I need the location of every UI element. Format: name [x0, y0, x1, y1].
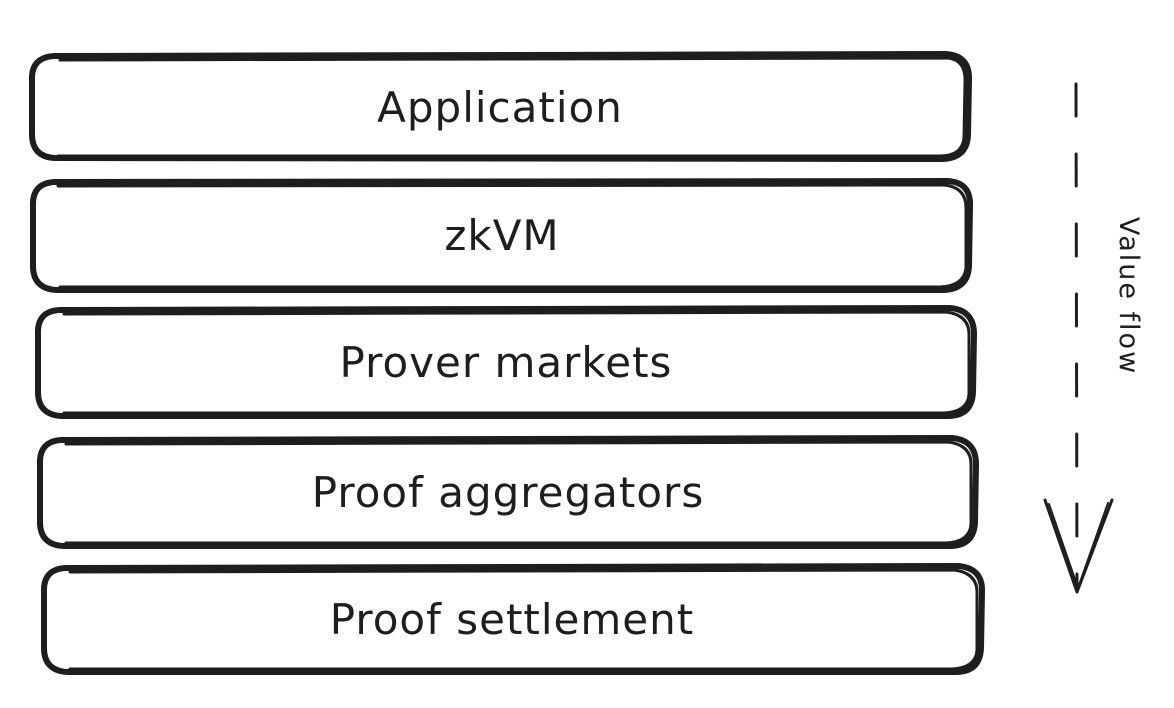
value-flow-arrow	[1043, 82, 1114, 594]
layer-box-sketch	[68, 568, 979, 671]
layer-label: Proof aggregators	[312, 468, 704, 517]
layer-label: Prover markets	[340, 338, 673, 387]
arrow-head-sketch	[1048, 502, 1109, 589]
value-flow-label: Value flow	[1113, 217, 1144, 375]
layer-box	[29, 178, 974, 293]
layer-label: Proof settlement	[330, 595, 694, 644]
dashed-arrow-shaft	[1074, 82, 1079, 592]
layer-box	[36, 435, 979, 549]
arrow-head-icon	[1043, 498, 1114, 594]
layer-label: Application	[377, 83, 623, 132]
layer-box-sketch	[56, 56, 967, 158]
layer-box	[28, 51, 973, 162]
layer-proof-settlement: Proof settlement	[40, 563, 986, 675]
layer-box-sketch	[56, 183, 968, 289]
layer-box-sketch	[64, 440, 973, 545]
layer-label: zkVM	[444, 211, 559, 260]
layer-prover-markets: Prover markets	[34, 305, 977, 419]
layer-box	[40, 563, 986, 675]
layer-application: Application	[28, 51, 973, 162]
layer-proof-aggregators: Proof aggregators	[36, 435, 979, 549]
layer-zkvm: zkVM	[29, 178, 974, 293]
layer-box	[34, 305, 977, 419]
layer-box-sketch	[62, 310, 971, 415]
